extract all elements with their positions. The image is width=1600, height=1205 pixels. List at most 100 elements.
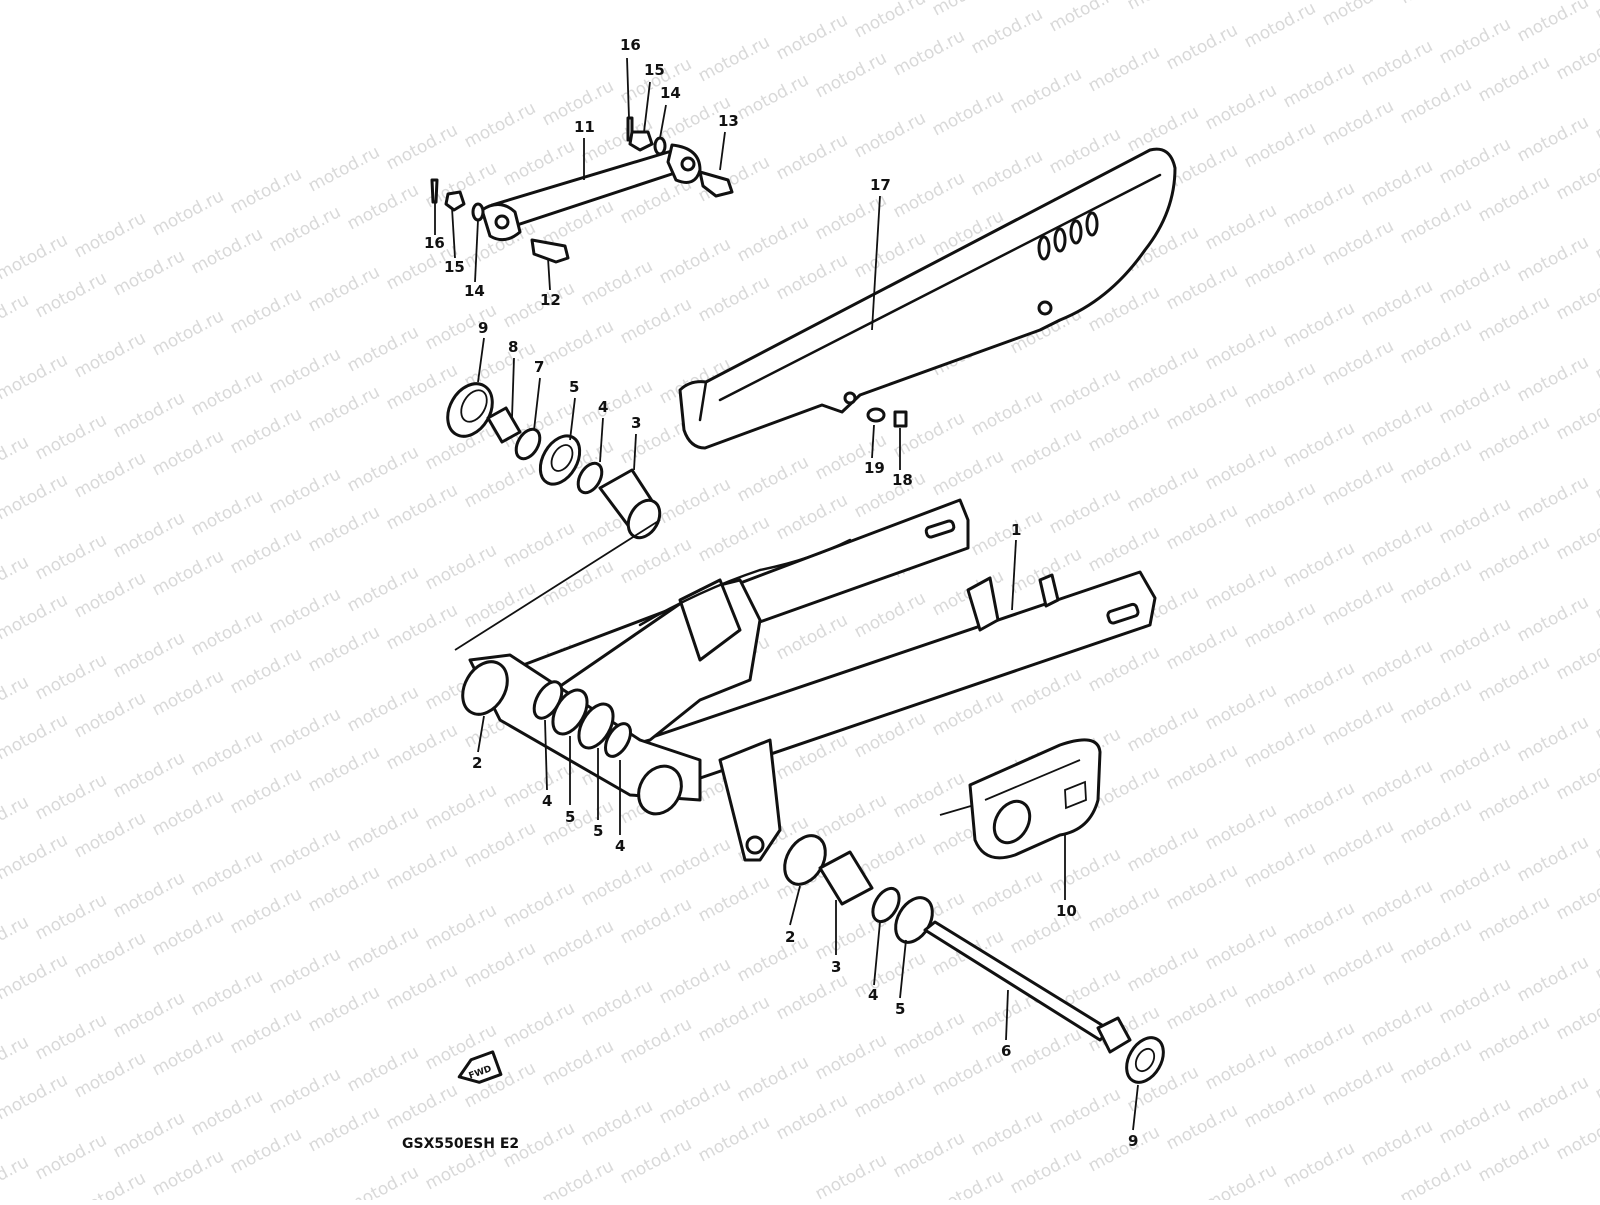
watermark-text: motod.ru	[695, 512, 773, 566]
watermark-text: motod.ru	[851, 588, 929, 642]
castle-nut-15-top	[628, 130, 654, 152]
watermark-text: motod.ru	[1046, 0, 1124, 36]
watermark-text: motod.ru	[695, 1112, 773, 1166]
watermark-text: motod.ru	[1124, 102, 1202, 156]
watermark-text: motod.ru	[1358, 756, 1436, 810]
watermark-text: motod.ru	[1358, 276, 1436, 330]
callout-3-top: 3	[631, 414, 641, 432]
watermark-text: motod.ru	[890, 26, 968, 80]
washer-7	[514, 427, 542, 461]
watermark-text: motod.ru	[1592, 1170, 1600, 1200]
callout-5-mid-a: 5	[565, 808, 575, 826]
chain-case-vent-2	[1053, 227, 1067, 253]
watermark-text: motod.ru	[1241, 958, 1319, 1012]
watermark-text: motod.ru	[1202, 920, 1280, 974]
watermark-text: motod.ru	[0, 290, 32, 344]
watermark-text: motod.ru	[1202, 560, 1280, 614]
callout-5-mid-b: 5	[593, 822, 603, 840]
watermark-text: motod.ru	[149, 546, 227, 600]
watermark-text: motod.ru	[773, 970, 851, 1024]
watermark-text: motod.ru	[227, 164, 305, 218]
chain-case-mount-hole	[1037, 300, 1053, 316]
watermark-text: motod.ru	[305, 502, 383, 556]
watermark-text: motod.ru	[1436, 14, 1514, 68]
watermark-text: motod.ru	[305, 382, 383, 436]
callout-16-left: 16	[424, 234, 445, 252]
watermark-text: motod.ru	[890, 1128, 968, 1182]
pivot-tube-end	[637, 764, 683, 816]
watermark-text: motod.ru	[929, 0, 1007, 20]
watermark-text: motod.ru	[890, 768, 968, 822]
watermark-text: motod.ru	[1436, 374, 1514, 428]
watermark-text: motod.ru	[344, 1042, 422, 1096]
watermark-text: motod.ru	[1085, 882, 1163, 936]
washer-14-top	[653, 136, 667, 156]
watermark-text: motod.ru	[1007, 424, 1085, 478]
watermark-text: motod.ru	[1514, 712, 1592, 766]
watermark-text: motod.ru	[1358, 876, 1436, 930]
watermark-text: motod.ru	[1241, 838, 1319, 892]
watermark-text: motod.ru	[0, 830, 71, 884]
watermark-text: motod.ru	[0, 432, 32, 486]
watermark-text: motod.ru	[1592, 0, 1600, 24]
watermark-text: motod.ru	[1202, 1040, 1280, 1094]
watermark-text: motod.ru	[227, 764, 305, 818]
watermark-text: motod.ru	[266, 202, 344, 256]
watermark-text: motod.ru	[188, 606, 266, 660]
watermark-text: motod.ru	[32, 1130, 110, 1184]
watermark-text: motod.ru	[1124, 462, 1202, 516]
watermark-text: motod.ru	[1358, 636, 1436, 690]
watermark-text: motod.ru	[617, 1014, 695, 1068]
callout-15-left: 15	[444, 258, 465, 276]
watermark-text: motod.ru	[422, 900, 500, 954]
watermark-text: motod.ru	[344, 802, 422, 856]
watermark-text: motod.ru	[1319, 576, 1397, 630]
callout-16-top: 16	[620, 36, 641, 54]
watermark-text: motod.ru	[1280, 778, 1358, 832]
watermark-text: motod.ru	[266, 464, 344, 518]
watermark-text: motod.ru	[1163, 260, 1241, 314]
watermark-text: motod.ru	[1007, 1024, 1085, 1078]
watermark-text: motod.ru	[32, 268, 110, 322]
watermark-text: motod.ru	[929, 86, 1007, 140]
chain-adjuster-tab-2	[1038, 573, 1060, 608]
chain-case-assembly	[678, 147, 1177, 450]
watermark-text: motod.ru	[383, 600, 461, 654]
watermark-text: motod.ru	[851, 468, 929, 522]
left-pivot-parts	[446, 382, 662, 540]
callout-5-bottom: 5	[895, 1000, 905, 1018]
watermark-text: motod.ru	[1514, 832, 1592, 886]
watermark-text: motod.ru	[1046, 364, 1124, 418]
watermark-text: motod.ru	[0, 230, 71, 284]
callout-4-top: 4	[598, 398, 608, 416]
watermark-text: motod.ru	[968, 146, 1046, 200]
watermark-text: motod.ru	[71, 1168, 149, 1200]
watermark-text: motod.ru	[695, 872, 773, 926]
watermark-text: motod.ru	[1475, 772, 1553, 826]
watermark-text: motod.ru	[188, 224, 266, 278]
watermark-text: motod.ru	[1124, 702, 1202, 756]
callout-4-mid-a: 4	[542, 792, 552, 810]
watermark-text: motod.ru	[1592, 210, 1600, 264]
watermark-text: motod.ru	[1553, 1110, 1600, 1164]
callout-12: 12	[540, 291, 561, 309]
watermark-text: motod.ru	[110, 508, 188, 562]
watermark-text: motod.ru	[0, 1152, 32, 1200]
watermark-text: motod.ru	[1397, 314, 1475, 368]
watermark-text: motod.ru	[1319, 336, 1397, 390]
callout-18: 18	[892, 471, 913, 489]
bearing-5-mid-a	[551, 688, 589, 736]
watermark-text: motod.ru	[1163, 980, 1241, 1034]
watermark-text: motod.ru	[1553, 30, 1600, 84]
chain-buffer-assembly	[968, 738, 1102, 860]
watermark-text: motod.ru	[1436, 134, 1514, 188]
watermark-text: motod.ru	[0, 950, 71, 1004]
watermark-text: motod.ru	[1397, 674, 1475, 728]
watermark-text: motod.ru	[734, 212, 812, 266]
watermark-text: motod.ru	[227, 884, 305, 938]
washer-19	[866, 407, 886, 423]
watermark-text: motod.ru	[149, 186, 227, 240]
watermark-text: motod.ru	[1553, 990, 1600, 1044]
watermark-text: motod.ru	[149, 666, 227, 720]
watermark-text: motod.ru	[344, 682, 422, 736]
